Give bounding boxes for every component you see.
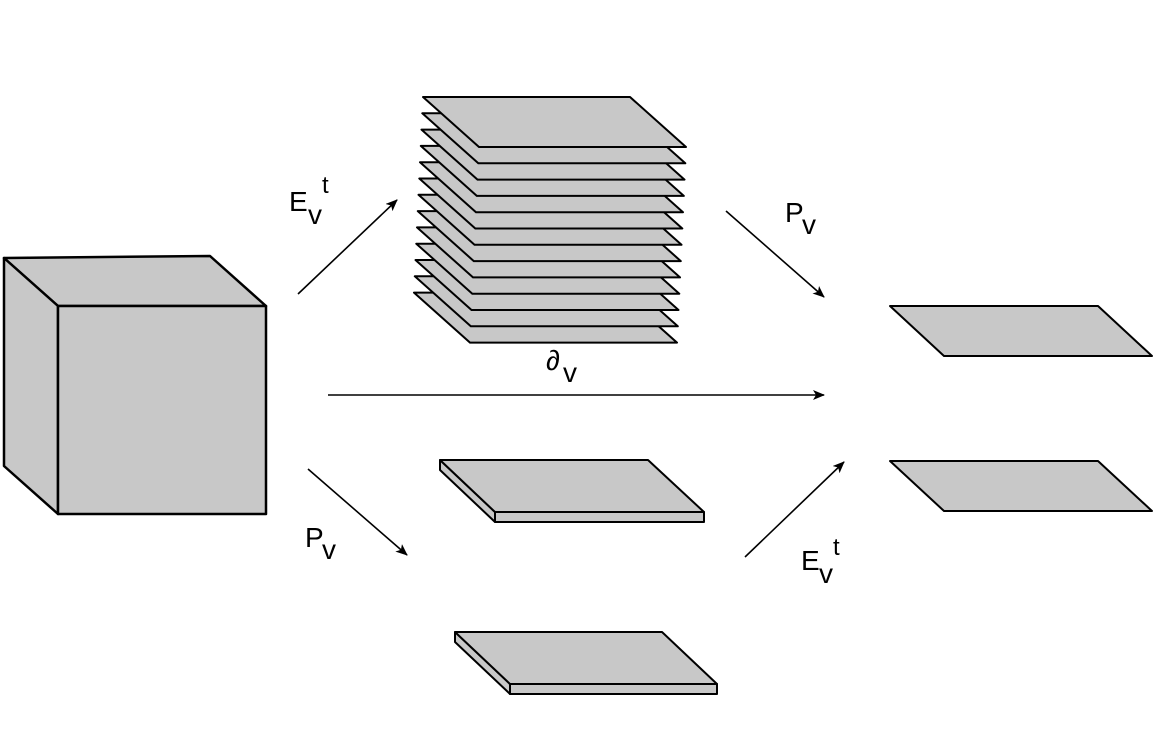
slab-upper-front	[494, 511, 705, 523]
arrow-cube-to-stack	[297, 199, 398, 295]
label-pv-top-main: P	[785, 197, 804, 228]
label-ev-t-bottom-main: E	[801, 545, 820, 576]
arrow-stack-to-sheet	[725, 210, 825, 298]
label-ev-t-top-sup: t	[322, 172, 329, 199]
label-pv-bottom-sub: v	[322, 534, 336, 565]
label-pv-bottom: P v	[305, 522, 336, 565]
sheet-upper-right	[889, 305, 1153, 357]
slab-lower-top	[454, 631, 718, 685]
arrow-slabs-to-sheet	[744, 461, 845, 558]
label-ev-t-top-main: E	[289, 186, 308, 217]
label-ev-t-bottom-sup: t	[833, 534, 840, 561]
label-pv-bottom-main: P	[305, 522, 324, 553]
label-pv-top-sub: v	[802, 209, 816, 240]
label-ev-t-top: E v t	[289, 172, 329, 230]
slab-upper-top	[439, 459, 705, 513]
label-ev-t-bottom-sub: v	[819, 558, 833, 589]
label-ev-t-bottom: E v t	[801, 534, 840, 589]
sheet-lower-right	[889, 460, 1153, 512]
label-partial-v-sub: v	[563, 357, 577, 388]
slab-lower	[454, 631, 718, 695]
label-partial-v-main: ∂	[546, 345, 560, 376]
label-pv-top: P v	[785, 197, 816, 240]
cube-front-face	[56, 304, 268, 516]
label-ev-t-top-sub: v	[308, 199, 322, 230]
arrow-cube-to-slabs	[307, 468, 408, 556]
slab-lower-front	[509, 683, 718, 695]
slab-upper	[439, 459, 705, 523]
stack-slice	[422, 96, 687, 148]
slice-stack	[413, 96, 687, 344]
cube	[2, 254, 268, 516]
label-partial-v: ∂ v	[546, 345, 577, 388]
